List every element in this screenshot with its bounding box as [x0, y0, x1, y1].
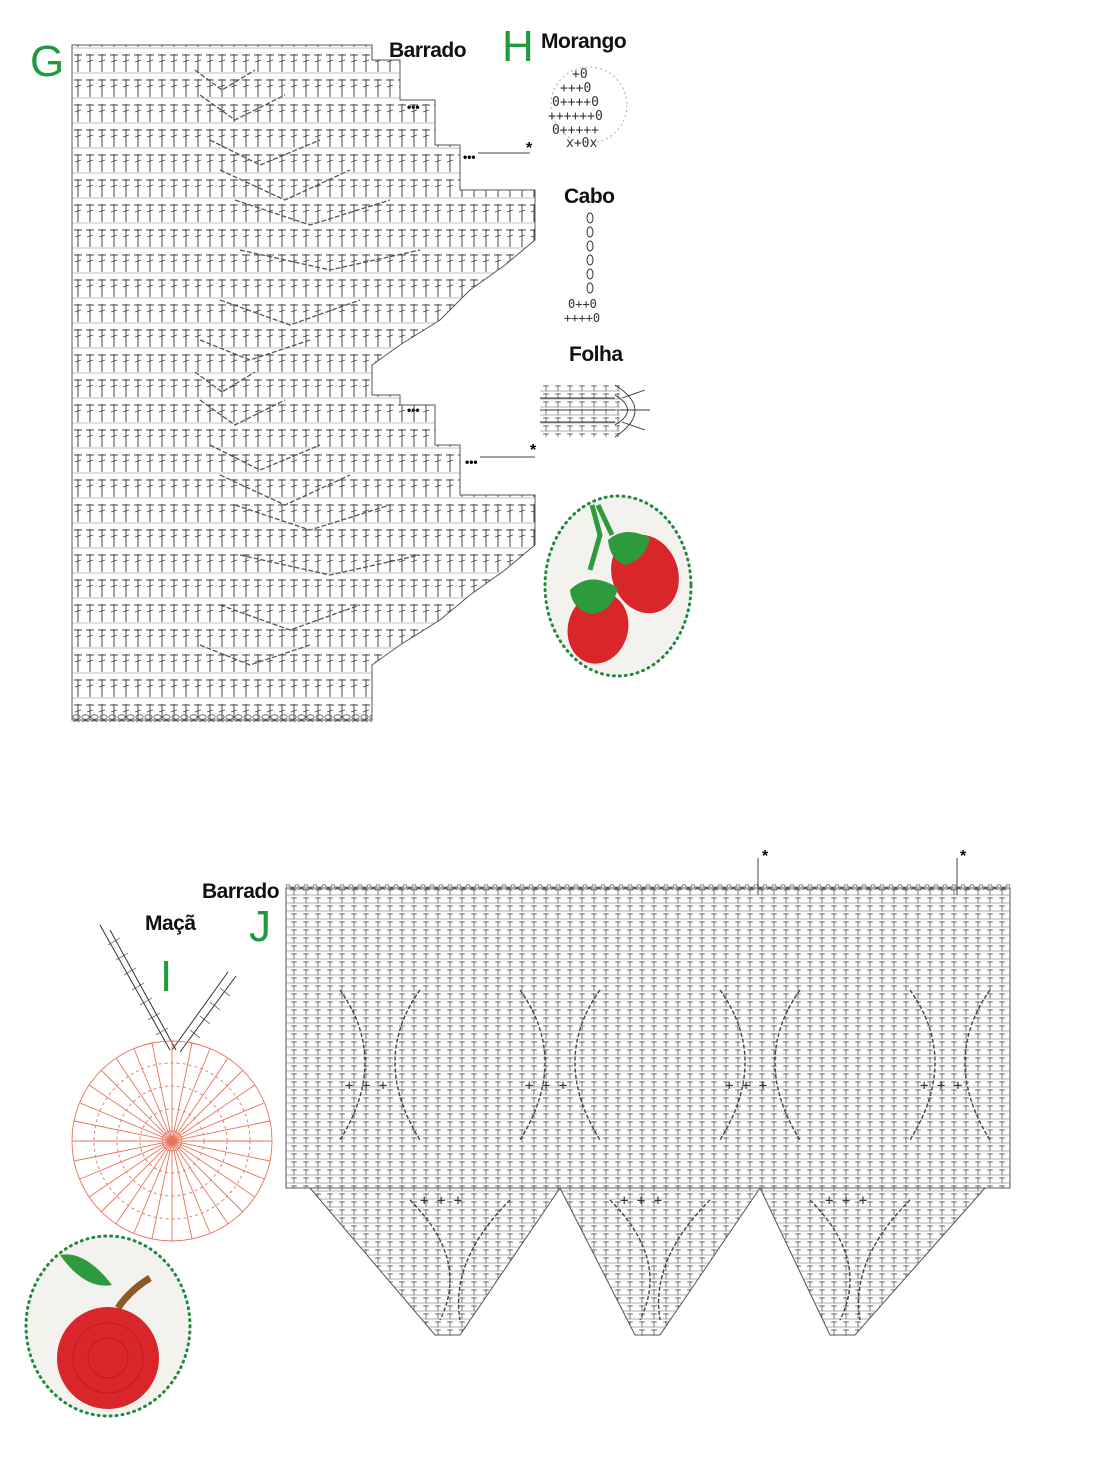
svg-text:0+++++: 0+++++: [552, 123, 599, 138]
repeat-marker: *: [530, 442, 537, 459]
svg-text:0++++0: 0++++0: [552, 95, 599, 110]
section-title-barrado-j: Barrado: [202, 880, 280, 903]
morango-chart: +0 +++0 0++++0 ++++++0 0+++++ x+0x: [548, 66, 628, 151]
svg-text:0++0: 0++0: [568, 297, 597, 311]
svg-text:+0: +0: [572, 67, 588, 82]
svg-text:+ + +: + + +: [345, 1078, 387, 1094]
folha-chart: [540, 384, 650, 438]
continue-marker: •••: [465, 455, 478, 469]
cabo-chart: 0++0 ++++0: [564, 212, 600, 325]
barrado-g-chart: [71, 44, 536, 722]
svg-text:+++0: +++0: [560, 81, 591, 96]
svg-text:+ + +: + + +: [920, 1078, 962, 1094]
repeat-marker: *: [762, 848, 769, 865]
svg-text:+ + +: + + +: [620, 1193, 662, 1209]
svg-text:+ + +: + + +: [825, 1193, 867, 1209]
section-letter-j: J: [249, 902, 271, 951]
section-letter-h: H: [502, 22, 534, 71]
svg-text:+ + +: + + +: [525, 1078, 567, 1094]
repeat-marker: *: [960, 848, 967, 865]
section-letter-i: I: [160, 952, 173, 1001]
part-title-folha: Folha: [569, 343, 623, 366]
apple-photo: [24, 1234, 192, 1418]
svg-text:++++++0: ++++++0: [548, 109, 603, 124]
strawberry-photo: [543, 494, 693, 678]
part-title-cabo: Cabo: [564, 185, 615, 208]
barrado-j-chart: + + + + + + + + + + + + + + + + + + + + …: [285, 858, 1011, 1336]
section-title-morango: Morango: [541, 30, 627, 53]
svg-text:+ + +: + + +: [420, 1193, 462, 1209]
section-title-barrado-g: Barrado: [389, 39, 467, 62]
section-letter-g: G: [30, 37, 65, 86]
repeat-marker: *: [526, 140, 533, 157]
continue-marker: •••: [463, 150, 476, 164]
svg-text:++++0: ++++0: [564, 311, 600, 325]
maca-chart: [71, 924, 273, 1242]
section-title-maca: Maçã: [145, 912, 196, 935]
svg-text:x+0x: x+0x: [566, 136, 597, 151]
svg-text:+ + +: + + +: [725, 1078, 767, 1094]
